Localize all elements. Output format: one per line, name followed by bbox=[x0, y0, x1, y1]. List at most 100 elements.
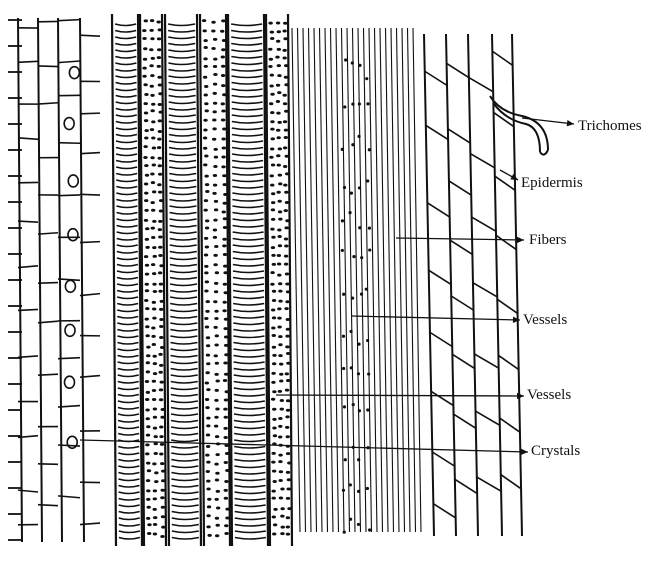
pit bbox=[152, 190, 156, 193]
pit bbox=[224, 318, 228, 321]
scalariform-thickening bbox=[171, 473, 198, 475]
scalariform-thickening bbox=[168, 63, 195, 65]
scalariform-thickening bbox=[117, 330, 138, 332]
fiber-pit bbox=[348, 211, 351, 214]
pit bbox=[223, 379, 227, 382]
pit bbox=[223, 253, 227, 256]
vessel-wall bbox=[112, 14, 116, 546]
pit bbox=[150, 19, 154, 22]
pit bbox=[285, 389, 289, 392]
pit bbox=[214, 354, 218, 357]
pit bbox=[142, 37, 146, 40]
scalariform-thickening bbox=[234, 382, 265, 384]
pit bbox=[224, 480, 228, 483]
pit bbox=[276, 100, 280, 103]
pit bbox=[214, 282, 218, 285]
pit bbox=[271, 201, 275, 204]
scalariform-thickening bbox=[170, 297, 197, 299]
scalariform-thickening bbox=[233, 239, 264, 241]
pit bbox=[286, 362, 290, 365]
pit bbox=[272, 354, 276, 357]
scalariform-thickening bbox=[168, 50, 195, 52]
pit bbox=[216, 490, 220, 493]
pit bbox=[224, 416, 228, 419]
scalariform-thickening bbox=[169, 187, 196, 189]
pit bbox=[212, 118, 216, 121]
pit bbox=[276, 191, 280, 194]
epidermis-crosswall bbox=[496, 235, 516, 249]
scalariform-thickening bbox=[115, 50, 136, 52]
pit bbox=[152, 389, 156, 392]
pit bbox=[145, 264, 149, 267]
scalariform-thickening bbox=[117, 239, 138, 241]
pit bbox=[284, 237, 288, 240]
pit bbox=[224, 336, 228, 339]
pit bbox=[277, 326, 281, 329]
pit bbox=[202, 19, 206, 22]
pit bbox=[151, 335, 155, 338]
pit bbox=[271, 398, 275, 401]
pit bbox=[215, 380, 219, 383]
scalariform-thickening bbox=[231, 57, 262, 59]
pit bbox=[223, 183, 227, 186]
pit bbox=[277, 317, 281, 320]
scalariform-thickening bbox=[168, 31, 195, 33]
scalariform-thickening bbox=[232, 154, 263, 156]
scalariform-thickening bbox=[118, 401, 139, 403]
scalariform-thickening bbox=[168, 37, 195, 39]
pit bbox=[150, 109, 154, 112]
fiber-pit bbox=[357, 523, 360, 526]
scalariform-thickening bbox=[115, 57, 136, 59]
pit bbox=[144, 299, 148, 302]
epidermis-crosswall bbox=[475, 411, 499, 425]
pit bbox=[157, 56, 161, 59]
pit bbox=[216, 506, 220, 509]
leader-trichomes bbox=[522, 118, 574, 124]
pit bbox=[271, 490, 275, 493]
fiber-pit bbox=[341, 148, 344, 151]
epidermis-crosswall bbox=[501, 474, 521, 488]
scalariform-thickening bbox=[117, 245, 138, 247]
pit bbox=[143, 83, 147, 86]
fiber-pit bbox=[360, 256, 363, 259]
pit bbox=[214, 310, 218, 313]
pit bbox=[285, 372, 289, 375]
scalariform-thickening bbox=[117, 317, 138, 319]
pit bbox=[222, 211, 226, 214]
scalariform-thickening bbox=[170, 213, 197, 215]
pit bbox=[160, 489, 164, 492]
pit bbox=[144, 192, 148, 195]
fiber-pit bbox=[358, 226, 361, 229]
pit bbox=[224, 532, 228, 535]
cortex-crosswall bbox=[18, 138, 38, 140]
pit bbox=[214, 463, 218, 466]
pit bbox=[214, 317, 218, 320]
pit bbox=[272, 426, 276, 429]
fiber-pit bbox=[349, 330, 352, 333]
scalariform-thickening bbox=[116, 128, 137, 130]
scalariform-thickening bbox=[169, 128, 196, 130]
pit bbox=[152, 164, 156, 167]
pit bbox=[283, 22, 287, 25]
pit bbox=[143, 58, 147, 61]
pit bbox=[215, 472, 219, 475]
pit bbox=[205, 226, 209, 229]
pit bbox=[160, 300, 164, 303]
pit bbox=[279, 373, 283, 376]
scalariform-thickening bbox=[119, 505, 140, 507]
scalariform-thickening bbox=[115, 44, 136, 46]
pit bbox=[283, 102, 287, 105]
scalariform-thickening bbox=[169, 174, 196, 176]
pit bbox=[159, 283, 163, 286]
pit bbox=[204, 199, 208, 202]
pit bbox=[278, 417, 282, 420]
pit bbox=[159, 364, 163, 367]
pit bbox=[221, 48, 225, 51]
scalariform-thickening bbox=[168, 57, 195, 59]
pit bbox=[144, 19, 148, 22]
pit bbox=[284, 255, 288, 258]
scalariform-thickening bbox=[171, 447, 198, 449]
pit bbox=[287, 478, 291, 481]
pit bbox=[214, 290, 218, 293]
